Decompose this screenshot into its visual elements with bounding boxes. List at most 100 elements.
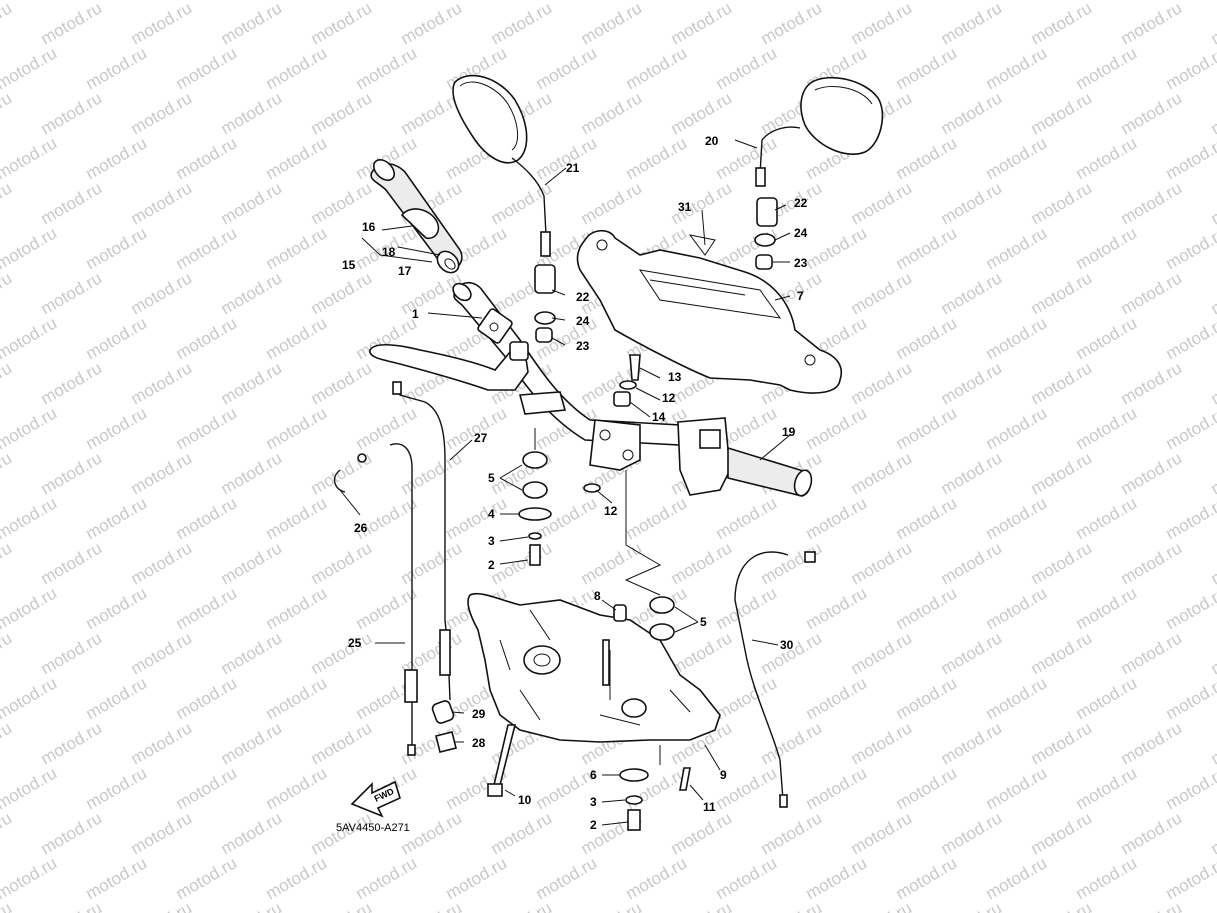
watermark-text: motod.ru — [848, 358, 916, 408]
watermark-text: motod.ru — [1163, 313, 1217, 363]
watermark-text: motod.ru — [848, 0, 916, 48]
watermark-text: motod.ru — [128, 538, 196, 588]
callout-4: 4 — [488, 507, 495, 521]
watermark-text: motod.ru — [1118, 358, 1186, 408]
left-mirror — [452, 74, 551, 257]
watermark-text: motod.ru — [1073, 313, 1141, 363]
watermark-text: motod.ru — [173, 223, 241, 273]
watermark-text: motod.ru — [938, 0, 1006, 48]
watermark-text: motod.ru — [308, 0, 376, 48]
watermark-text: motod.ru — [0, 133, 60, 183]
watermark-text: motod.ru — [38, 358, 106, 408]
watermark-text: motod.ru — [1073, 853, 1141, 903]
watermark-text: motod.ru — [1163, 133, 1217, 183]
hardware — [333, 197, 778, 831]
watermark-text: motod.ru — [533, 853, 601, 903]
watermark-text: motod.ru — [848, 898, 916, 913]
watermark-text: motod.ru — [218, 0, 286, 48]
connector-lines — [534, 428, 662, 765]
watermark-text: motod.ru — [893, 853, 961, 903]
watermark-text: motod.ru — [623, 133, 691, 183]
watermark-text: motod.ru — [1208, 808, 1217, 858]
watermark-text: motod.ru — [983, 43, 1051, 93]
watermark-text: motod.ru — [1028, 538, 1096, 588]
watermark-text: motod.ru — [38, 538, 106, 588]
callout-3a: 3 — [488, 534, 495, 548]
watermark-text: motod.ru — [713, 493, 781, 543]
watermark-text: motod.ru — [83, 673, 151, 723]
watermark-text: motod.ru — [488, 538, 556, 588]
callout-28: 28 — [472, 736, 486, 750]
watermark-text: motod.ru — [623, 853, 691, 903]
callout-27: 27 — [474, 431, 488, 445]
watermark-text: motod.ru — [173, 853, 241, 903]
watermark-text: motod.ru — [1163, 583, 1217, 633]
watermark-text: motod.ru — [83, 853, 151, 903]
callout-12a: 12 — [662, 391, 676, 405]
watermark-text: motod.ru — [128, 718, 196, 768]
watermark-text: motod.ru — [263, 853, 331, 903]
watermark-text: motod.ru — [0, 538, 15, 588]
callout-6: 6 — [590, 768, 597, 782]
watermark-text: motod.ru — [128, 178, 196, 228]
watermark-text: motod.ru — [0, 223, 60, 273]
callout-22a: 22 — [576, 290, 590, 304]
watermark-text: motod.ru — [0, 448, 15, 498]
watermark-text: motod.ru — [1208, 358, 1217, 408]
watermark-text: motod.ru — [83, 403, 151, 453]
watermark-text: motod.ru — [83, 133, 151, 183]
watermark-text: motod.ru — [983, 133, 1051, 183]
watermark-text: motod.ru — [938, 88, 1006, 138]
watermark-text: motod.ru — [353, 583, 421, 633]
watermark-text: motod.ru — [983, 403, 1051, 453]
watermark-text: motod.ru — [128, 0, 196, 48]
watermark-text: motod.ru — [893, 673, 961, 723]
callout-8: 8 — [594, 589, 601, 603]
watermark-text: motod.ru — [0, 718, 15, 768]
watermark-text: motod.ru — [758, 808, 826, 858]
watermark-text: motod.ru — [38, 718, 106, 768]
callout-7: 7 — [797, 289, 804, 303]
watermark-text: motod.ru — [848, 628, 916, 678]
callout-3b: 3 — [590, 795, 597, 809]
watermark-text: motod.ru — [1028, 0, 1096, 48]
watermark-text: motod.ru — [1073, 43, 1141, 93]
watermark-text: motod.ru — [1118, 88, 1186, 138]
watermark-text: motod.ru — [398, 538, 466, 588]
watermark-text: motod.ru — [938, 448, 1006, 498]
watermark-text: motod.ru — [0, 0, 15, 48]
watermark-text: motod.ru — [1118, 268, 1186, 318]
watermark-text: motod.ru — [893, 133, 961, 183]
watermark-text: motod.ru — [578, 178, 646, 228]
callout-1: 1 — [412, 307, 419, 321]
watermark-text: motod.ru — [443, 853, 511, 903]
watermark-text: motod.ru — [1028, 898, 1096, 913]
watermark-text: motod.ru — [353, 853, 421, 903]
watermark-text: motod.ru — [668, 898, 736, 913]
watermark-text: motod.ru — [1028, 448, 1096, 498]
watermark-text: motod.ru — [38, 178, 106, 228]
watermark-text: motod.ru — [128, 808, 196, 858]
watermark-text: motod.ru — [758, 538, 826, 588]
watermark-text: motod.ru — [0, 0, 60, 3]
callout-13: 13 — [668, 370, 682, 384]
watermark-text: motod.ru — [0, 313, 60, 363]
watermark-text: motod.ru — [1163, 403, 1217, 453]
watermark-text: motod.ru — [173, 133, 241, 183]
watermark-text: motod.ru — [668, 538, 736, 588]
watermark-text: motod.ru — [893, 493, 961, 543]
watermark-text: motod.ru — [1118, 0, 1186, 48]
watermark-text: motod.ru — [308, 268, 376, 318]
watermark-text: motod.ru — [0, 808, 15, 858]
watermark-text: motod.ru — [218, 268, 286, 318]
callout-2a: 2 — [488, 558, 495, 572]
watermark-text: motod.ru — [128, 898, 196, 913]
watermark-text: motod.ru — [128, 448, 196, 498]
watermark-text: motod.ru — [1208, 628, 1217, 678]
watermark-text: motod.ru — [398, 0, 466, 48]
watermark-text: motod.ru — [353, 43, 421, 93]
watermark-text: motod.ru — [578, 538, 646, 588]
watermark-text: motod.ru — [1073, 583, 1141, 633]
watermark-text: motod.ru — [0, 493, 60, 543]
watermark-text: motod.ru — [0, 673, 60, 723]
